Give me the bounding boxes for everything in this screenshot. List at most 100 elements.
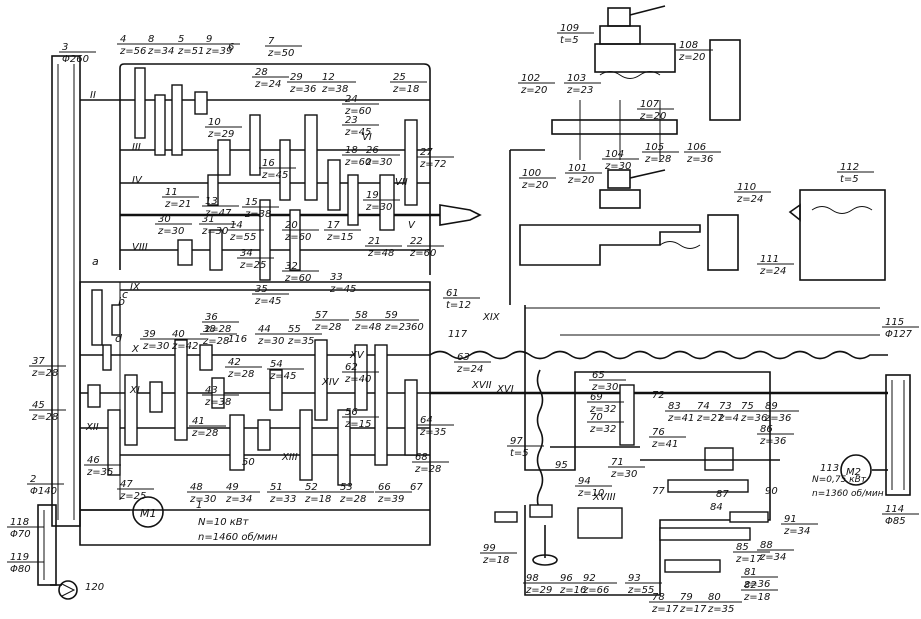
feed-shafts <box>80 354 430 511</box>
gear-6: 6 <box>228 42 234 53</box>
gear-tooth-count: z=35 <box>419 427 446 438</box>
gear-number: 111 <box>760 254 779 265</box>
gear-12: 12z=38 <box>319 72 356 95</box>
gear-number: 58 <box>355 310 368 321</box>
gear-26: 26z=30 <box>363 145 400 168</box>
gear-number: 10 <box>208 117 221 128</box>
gear-tooth-count: z=17 <box>735 554 763 565</box>
gear-number: 55 <box>288 324 301 335</box>
shaft-label-v: V <box>408 220 416 231</box>
gear-tooth-count: z=30 <box>365 157 392 168</box>
gear-tooth-count: z=28 <box>644 154 671 165</box>
gear-tooth-count: z=25 <box>239 260 266 271</box>
gear-number: 93 <box>628 573 641 584</box>
gear-number: 119 <box>10 552 29 563</box>
gear-number: 56 <box>345 407 358 418</box>
gear-tooth-count: z=34 <box>759 552 786 563</box>
gear-22: 22z=60 <box>407 236 444 259</box>
gear-number: 3 <box>62 42 68 53</box>
gear-55: 55z=35 <box>285 324 322 347</box>
gear-tooth-count: z=28 <box>339 494 366 505</box>
coolant-pump <box>50 580 78 600</box>
gear-number: 45 <box>32 400 45 411</box>
gear-tooth-count: z=20 <box>678 52 705 63</box>
gear-tooth-count: Φ127 <box>885 329 913 340</box>
gear-tooth-count: z=41 <box>667 413 694 424</box>
gear-number: 120 <box>85 582 104 593</box>
change-gear-d: d <box>115 332 123 345</box>
gear-number: 82 <box>744 580 757 591</box>
gear-60: 60 <box>411 322 424 333</box>
motor-m2-label: M2 <box>846 467 861 478</box>
gear-number: 38 <box>203 324 216 335</box>
shaft-label-vii: VII <box>395 177 408 188</box>
gear-number: 8 <box>148 34 154 45</box>
gear-tooth-count: z=30 <box>157 226 184 237</box>
gear-tooth-count: z=36 <box>743 579 770 590</box>
tailstock <box>788 189 886 281</box>
gear-tooth-count: z=48 <box>367 248 394 259</box>
gear-number: 114 <box>885 504 904 515</box>
gear-number: 101 <box>568 163 587 174</box>
gear-tooth-count: z=45 <box>261 170 288 181</box>
gear-number: 27 <box>420 147 433 158</box>
gear-tooth-count: z=28 <box>202 336 229 347</box>
gear-number: 24 <box>345 94 358 105</box>
gear-number: 77 <box>652 486 665 497</box>
gear-number: 81 <box>744 567 757 578</box>
gear-tooth-count: z=60 <box>284 232 311 243</box>
gear-tooth-count: z=17 <box>679 604 707 615</box>
gear-63: 63z=24 <box>454 352 491 375</box>
gear-tooth-count: z=28 <box>227 369 254 380</box>
gear-tooth-count: z=51 <box>177 46 204 57</box>
gear-number: 90 <box>765 486 778 497</box>
motor-m1-speed: n=1460 об/мин <box>198 531 278 543</box>
gear-number: 12 <box>322 72 335 83</box>
gear-number: 87 <box>716 489 729 500</box>
gear-57: 57z=28 <box>312 310 349 333</box>
gear-number: 108 <box>679 40 698 51</box>
gear-tooth-count: z=18 <box>392 84 419 95</box>
gear-117: 117 <box>448 329 468 340</box>
motor-m1: M1 N=10 кВт n=1460 об/мин <box>80 496 278 543</box>
gear-51: 51z=33 <box>267 482 304 505</box>
gear-tooth-count: z=35 <box>287 336 314 347</box>
shaft-label-vi: VI <box>362 132 372 143</box>
gear-tooth-count: z=30 <box>201 226 228 237</box>
gear-number: 85 <box>736 542 749 553</box>
headstock-housing <box>119 63 431 275</box>
gear-87: 87 <box>716 489 729 500</box>
gear-tooth-count: t=5 <box>840 174 859 185</box>
gear-tooth-count: z=39 <box>205 46 232 57</box>
motor-m2: M2 N=0,75 кВт n=1360 об/мин <box>812 454 888 499</box>
gear-tooth-count: z=39 <box>377 494 404 505</box>
gear-9: 9z=39 <box>203 34 240 57</box>
gear-tooth-count: t=12 <box>446 300 471 311</box>
gear-tooth-count: z=56 <box>119 46 146 57</box>
shaft-label-x: X <box>131 344 140 355</box>
gear-tooth-count: z=16 <box>559 585 586 596</box>
feedbox-gears <box>87 289 418 486</box>
lead-screw <box>429 350 888 360</box>
gear-89: 89z=36 <box>762 401 799 424</box>
gear-70: 70z=32 <box>587 412 624 435</box>
shaft-label-xv: XV <box>349 350 365 361</box>
gear-tooth-count: Φ80 <box>10 564 31 575</box>
gear-71: 71z=30 <box>608 457 645 480</box>
gear-16: 16z=45 <box>259 158 296 181</box>
gear-95: 95 <box>555 460 568 471</box>
gear-tooth-count: z=36 <box>289 84 316 95</box>
gear-tooth-count: z=23 <box>566 85 593 96</box>
gear-tooth-count: z=30 <box>610 469 637 480</box>
gear-tooth-count: z=30 <box>591 382 618 393</box>
gear-number: 42 <box>228 357 241 368</box>
gear-tooth-count: z=28 <box>204 324 231 335</box>
gear-tooth-count: z=50 <box>267 48 294 59</box>
